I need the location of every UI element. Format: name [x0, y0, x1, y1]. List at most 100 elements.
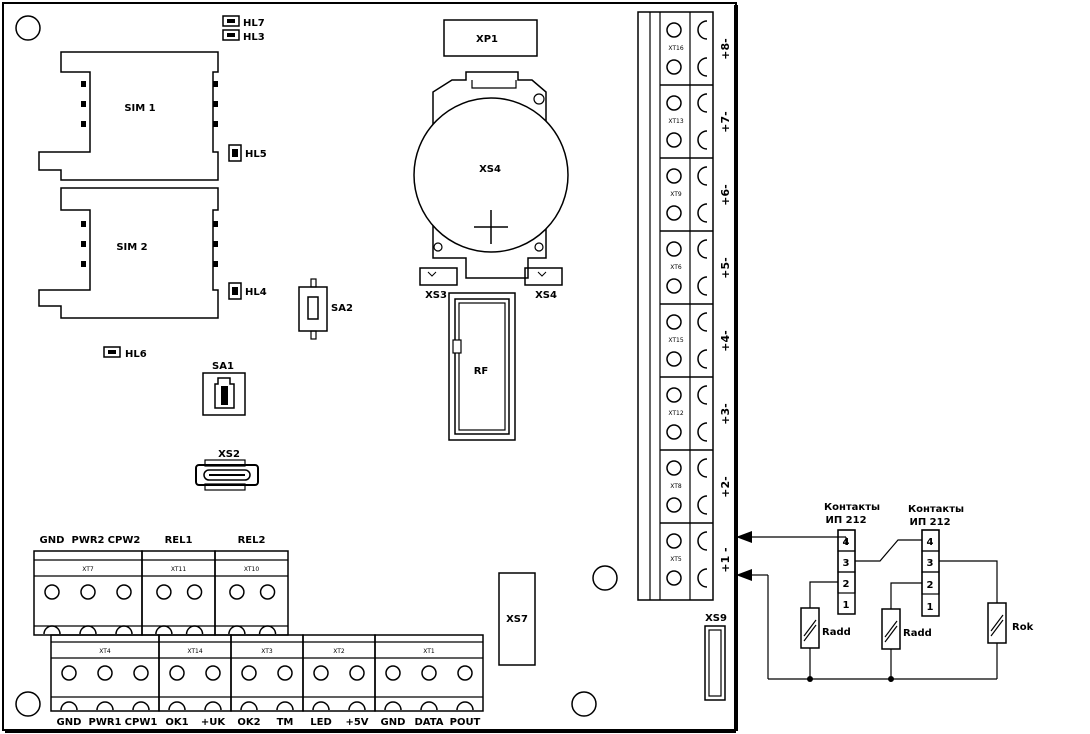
screw-icon — [229, 584, 245, 600]
switch-sa1: SA1 — [202, 361, 246, 416]
screw-icon — [666, 570, 682, 586]
detector-1: Контакты ИП 212 4 3 2 1 — [824, 502, 880, 615]
screw-icon — [457, 665, 473, 681]
screw-icon — [666, 387, 682, 403]
screw-icon — [666, 241, 682, 257]
detector-1-title: Контакты — [824, 502, 880, 513]
pin-label: GND — [57, 717, 82, 728]
screw-icon — [666, 424, 682, 440]
pin-label: LED — [310, 717, 332, 728]
sim-2-label: SIM 2 — [116, 242, 147, 253]
terminal-id: XT8 — [670, 483, 682, 490]
pin-label: +UK — [201, 717, 226, 728]
detector-2-pin-3: 3 — [927, 558, 934, 569]
sim-1-label: SIM 1 — [124, 103, 155, 114]
rf-module: RF — [448, 292, 516, 441]
connector-xs3-label: XS3 — [425, 290, 447, 301]
terminal-xt6: XT6 +5- — [660, 230, 732, 296]
resistor-radd-2-label: Radd — [903, 628, 932, 639]
terminal-id: XT7 — [82, 566, 94, 573]
screw-icon — [666, 132, 682, 148]
terminal-id: XT5 — [670, 556, 682, 563]
connector-xp1: XP1 — [443, 19, 538, 57]
detector-2-pin-2: 2 — [927, 580, 934, 591]
terminal-id: XT11 — [171, 566, 186, 573]
screw-icon — [241, 665, 257, 681]
connector-xs2-label: XS2 — [218, 449, 240, 460]
zone-label: +6- — [719, 184, 732, 205]
terminal-xt16: XT16+8- — [666, 20, 732, 77]
screw-icon — [666, 497, 682, 513]
screw-icon — [169, 665, 185, 681]
pin-label: REL2 — [238, 535, 266, 546]
screw-icon — [666, 351, 682, 367]
rf-label: RF — [474, 366, 489, 377]
terminal-strip-frame — [637, 11, 714, 601]
screw-icon — [666, 59, 682, 75]
led-hl4-label: HL4 — [245, 287, 267, 298]
zone-label: +8- — [719, 38, 732, 59]
detector-2-title: Контакты — [908, 504, 964, 515]
screw-icon — [186, 584, 203, 600]
resistor-rok-label: Rok — [1012, 622, 1034, 633]
zone-label: +5- — [719, 257, 732, 278]
sim-holder-2: SIM 2 — [38, 187, 219, 319]
zone-label: +3- — [719, 403, 732, 424]
pin-label: OK1 — [165, 717, 188, 728]
sim-holder-1: SIM 1 — [38, 51, 219, 181]
led-hl7-label: HL7 — [243, 18, 265, 29]
terminal-id: XT3 — [261, 648, 273, 655]
pin-label: TM — [277, 717, 294, 728]
zone-terminal-strip: XT16+8-XT13+7-XT9+6-XT6+5-XT15+4-XT12+3-… — [637, 11, 732, 601]
led-hl7: HL7 — [222, 15, 265, 29]
pin-label: CPW1 — [125, 717, 158, 728]
detector-2-pin-4: 4 — [927, 537, 934, 548]
connector-xs4-small-label: XS4 — [535, 290, 557, 301]
screw-icon — [97, 665, 113, 681]
zone-label: +4- — [719, 330, 732, 351]
pin-label: POUT — [450, 717, 481, 728]
screw-icon — [666, 314, 682, 330]
led-hl4: HL4 — [228, 282, 267, 300]
zone-label: +1 - — [719, 547, 732, 572]
detector-2-pin-1: 1 — [927, 602, 934, 613]
screw-icon — [421, 665, 437, 681]
terminal-id: XT14 — [187, 648, 202, 655]
led-hl3-label: HL3 — [243, 32, 265, 43]
pin-label: GND — [40, 535, 65, 546]
pin-label: REL1 — [165, 535, 193, 546]
battery-holder-xs4: XS4 — [413, 71, 569, 279]
screw-icon — [61, 665, 77, 681]
pin-label: DATA — [414, 717, 443, 728]
board-outline — [2, 2, 738, 733]
screw-icon — [80, 584, 96, 600]
connector-xs9: XS9 — [704, 613, 727, 701]
connector-xs7: XS7 — [498, 572, 536, 666]
screw-icon — [349, 665, 365, 681]
screw-icon — [313, 665, 329, 681]
terminal-xt8: XT8 +2- — [660, 449, 732, 515]
pin-label: CPW2 — [108, 535, 141, 546]
detector-1-pin-1: 1 — [843, 600, 850, 611]
detector-1-pin-2: 2 — [843, 579, 850, 590]
arrow-terminal-plus — [736, 531, 752, 543]
screw-icon — [133, 665, 149, 681]
terminal-id: XT1 — [423, 648, 435, 655]
zone-label: +2- — [719, 476, 732, 497]
connector-xs3: XS3 — [419, 267, 458, 301]
switch-sa2-label: SA2 — [331, 303, 353, 314]
screw-icon — [666, 533, 682, 549]
terminal-id: XT2 — [333, 648, 345, 655]
led-hl5: HL5 — [228, 144, 267, 162]
terminal-id: XT6 — [670, 264, 682, 271]
screw-icon — [156, 584, 172, 600]
led-hl3: HL3 — [222, 29, 265, 43]
detector-2-model: ИП 212 — [909, 517, 950, 528]
resistor-rok: Rok — [939, 560, 1034, 679]
arrow-terminal-minus — [736, 569, 752, 581]
terminal-xt13: XT13+7- — [660, 84, 732, 150]
